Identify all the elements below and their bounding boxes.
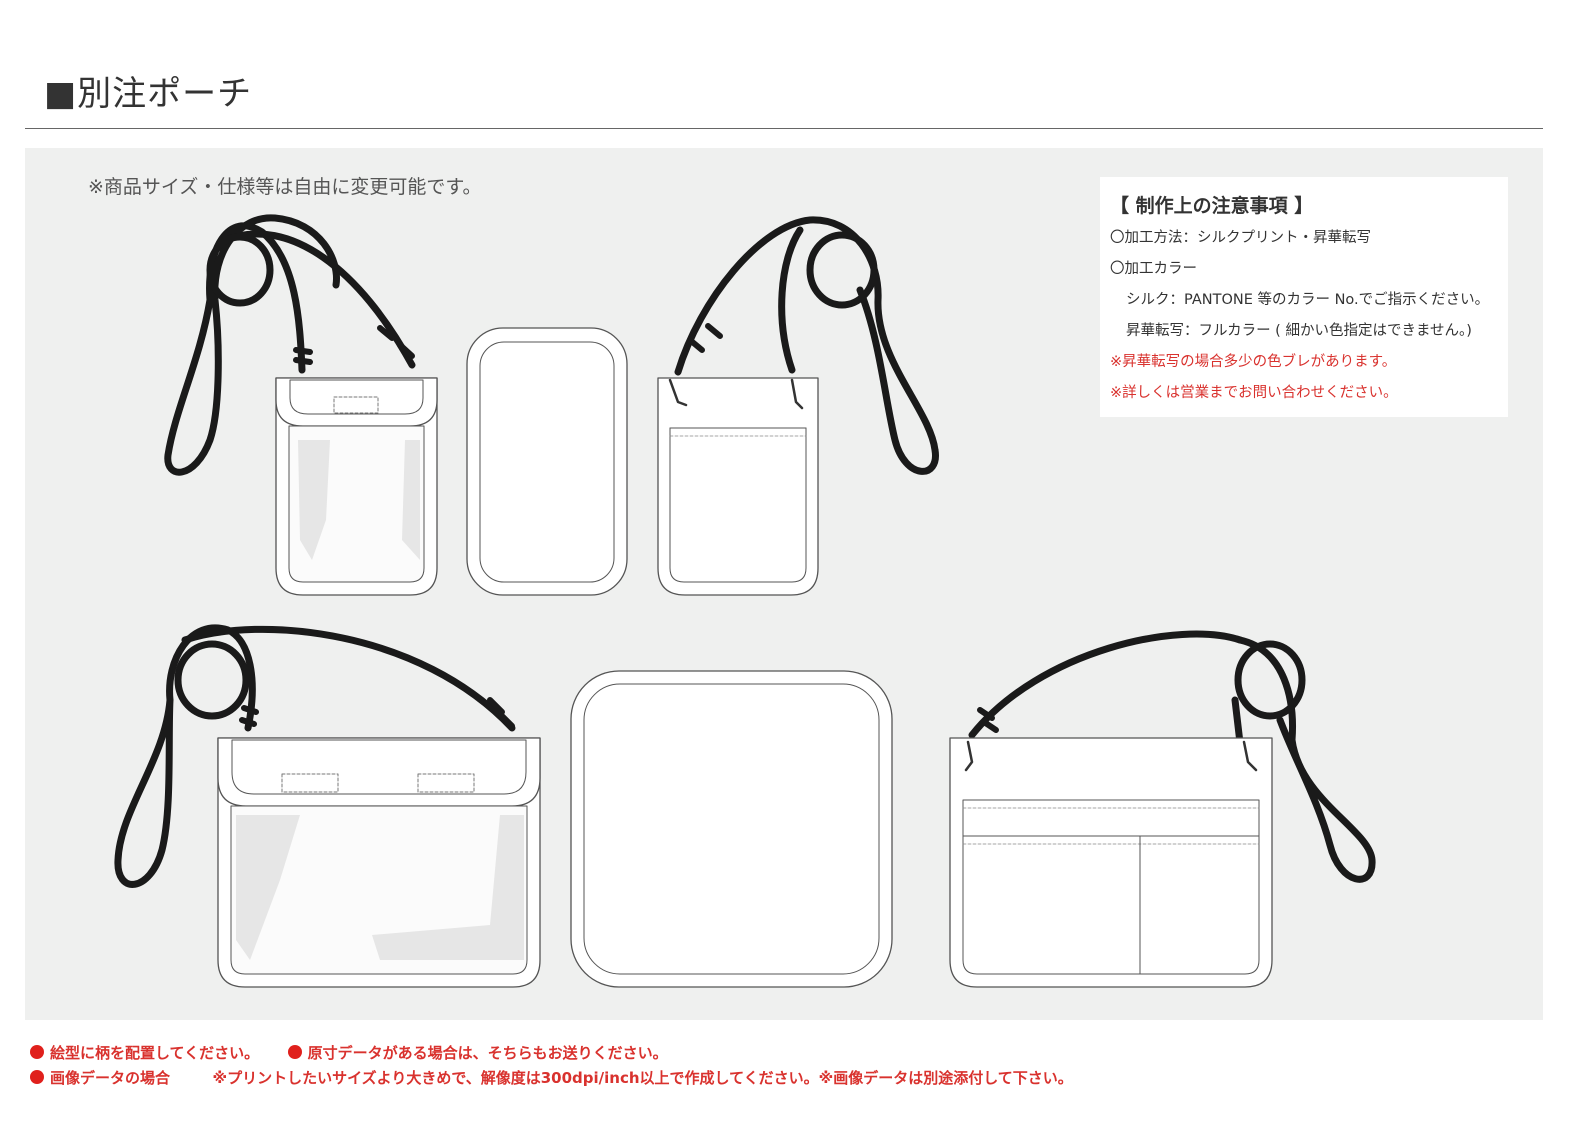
footer-instruction-pattern: 絵型に柄を配置してください。 bbox=[50, 1044, 260, 1062]
large-pouch-inside bbox=[949, 630, 1376, 988]
page-title: ■別注ポーチ bbox=[44, 74, 253, 114]
strap-top bbox=[968, 630, 1244, 739]
title-divider bbox=[25, 128, 1543, 129]
strap-knot-left bbox=[239, 705, 259, 727]
strap-loop bbox=[174, 640, 250, 720]
clasp-left bbox=[964, 740, 974, 772]
pouch-flap-inner bbox=[289, 379, 424, 415]
footer-line-2: 画像データの場合 ※プリントしたいサイズより大きめで、解像度は300dpi/in… bbox=[30, 1067, 1073, 1088]
bullet-dot-icon bbox=[287, 1045, 302, 1059]
notice-title: 【 制作上の注意事項 】 bbox=[1110, 195, 1314, 217]
production-notice-box: 【 制作上の注意事項 】 〇加工方法：シルクプリント・昇華転写 〇加工カラー シ… bbox=[1100, 177, 1508, 417]
strap-loop bbox=[1234, 640, 1306, 720]
strap-loop bbox=[806, 231, 878, 309]
footer-image-label: 画像データの場合 bbox=[50, 1069, 171, 1087]
footer-image-instruction: ※プリントしたいサイズより大きめで、解像度は300dpi/inch以上で作成して… bbox=[212, 1069, 1073, 1087]
small-pouch-back bbox=[466, 327, 628, 596]
strap-knot-right bbox=[487, 697, 515, 729]
strap bbox=[1236, 636, 1376, 883]
reflection bbox=[298, 440, 330, 560]
inner-panel bbox=[669, 427, 807, 583]
strap-knot-left bbox=[293, 347, 313, 365]
footer-line-1: 絵型に柄を配置してください。 原寸データがある場合は、そちらもお送りください。 bbox=[30, 1042, 668, 1063]
notice-line-method: 〇加工方法：シルクプリント・昇華転写 bbox=[1110, 230, 1371, 246]
clasp-right bbox=[1242, 740, 1258, 772]
notice-line-contact: ※詳しくは営業までお問い合わせください。 bbox=[1110, 385, 1398, 401]
spec-note: ※商品サイズ・仕様等は自由に変更可能です。 bbox=[88, 176, 482, 198]
notice-line-color: 〇加工カラー bbox=[1110, 261, 1197, 277]
notice-line-sublimation: 昇華転写：フルカラー ( 細かい色指定はできません。) bbox=[1126, 323, 1472, 339]
strap bbox=[674, 216, 939, 475]
inner-panel bbox=[962, 799, 1260, 975]
bullet-dot-icon bbox=[30, 1070, 44, 1084]
notice-line-silk: シルク：PANTONE 等のカラー No.でご指示ください。 bbox=[1126, 292, 1490, 308]
strap-top bbox=[181, 625, 516, 732]
strap-side bbox=[221, 230, 416, 369]
pouch-flap bbox=[275, 377, 438, 427]
clasp-left bbox=[668, 378, 688, 407]
footer-instruction-original: 原寸データがある場合は、そちらもお送りください。 bbox=[307, 1044, 668, 1062]
strap-knot-right bbox=[377, 325, 415, 359]
clasp-right bbox=[790, 378, 804, 410]
velcro-patch-right bbox=[417, 773, 475, 793]
strap-loop bbox=[206, 233, 274, 307]
strap-side bbox=[778, 226, 804, 374]
velcro-patch bbox=[333, 396, 379, 414]
reflection-right bbox=[402, 440, 420, 560]
reflection-right bbox=[372, 815, 524, 960]
pouch-flap-inner bbox=[231, 739, 527, 795]
pouch-flap bbox=[217, 737, 541, 807]
velcro-patch-left bbox=[281, 773, 339, 793]
small-pouch-inside bbox=[657, 216, 939, 596]
notice-line-color-variance: ※昇華転写の場合多少の色ブレがあります。 bbox=[1110, 354, 1397, 370]
large-pouch-back bbox=[570, 670, 893, 988]
reflection bbox=[236, 815, 300, 960]
strap-knot bbox=[687, 323, 723, 353]
large-pouch-front bbox=[114, 624, 541, 988]
small-pouch-front bbox=[164, 214, 438, 596]
strap-knot bbox=[977, 707, 999, 733]
bullet-dot-icon bbox=[30, 1045, 44, 1059]
